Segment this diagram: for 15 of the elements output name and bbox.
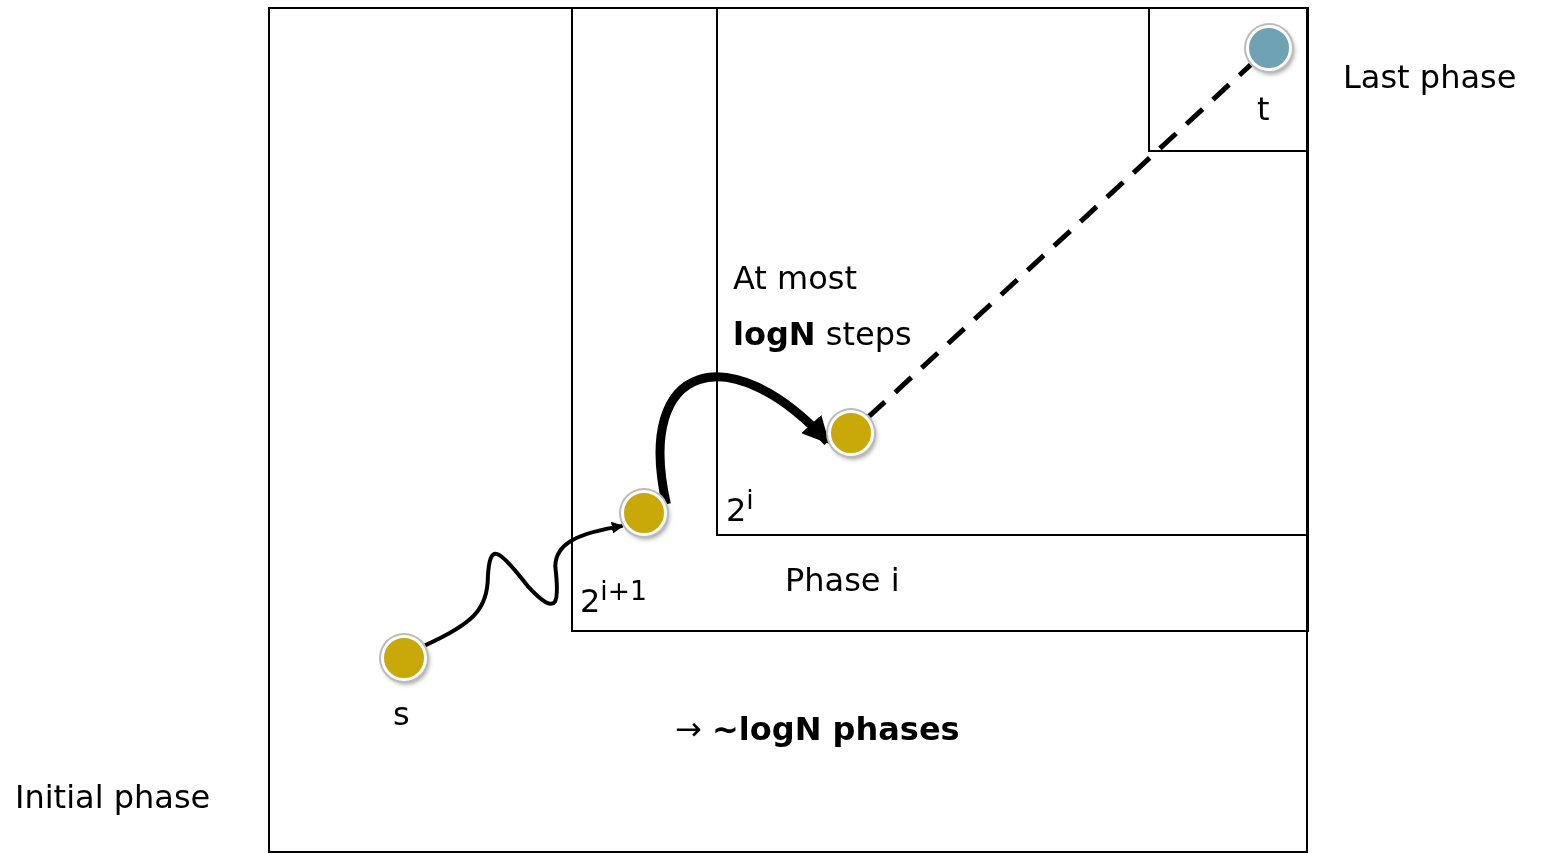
phase-label: Initial phase bbox=[15, 780, 211, 816]
size-label: 2$^{i+1}$ bbox=[580, 576, 648, 619]
node-circle bbox=[621, 490, 667, 536]
node-circle bbox=[1246, 25, 1292, 71]
node-circle bbox=[828, 410, 874, 456]
annotation-text: → ~logN phases bbox=[675, 712, 960, 748]
node-caption: t bbox=[1257, 92, 1270, 128]
phase-label: 2$^{i}$ bbox=[726, 485, 754, 528]
arrow bbox=[423, 521, 624, 648]
node-circle bbox=[381, 635, 427, 681]
annotation-text: At most logN steps bbox=[733, 258, 913, 355]
dashed-line bbox=[867, 63, 1253, 419]
phase-label: Last phase bbox=[1343, 60, 1517, 96]
node-caption: s bbox=[393, 697, 410, 733]
phase-label: Phase i bbox=[785, 563, 900, 599]
